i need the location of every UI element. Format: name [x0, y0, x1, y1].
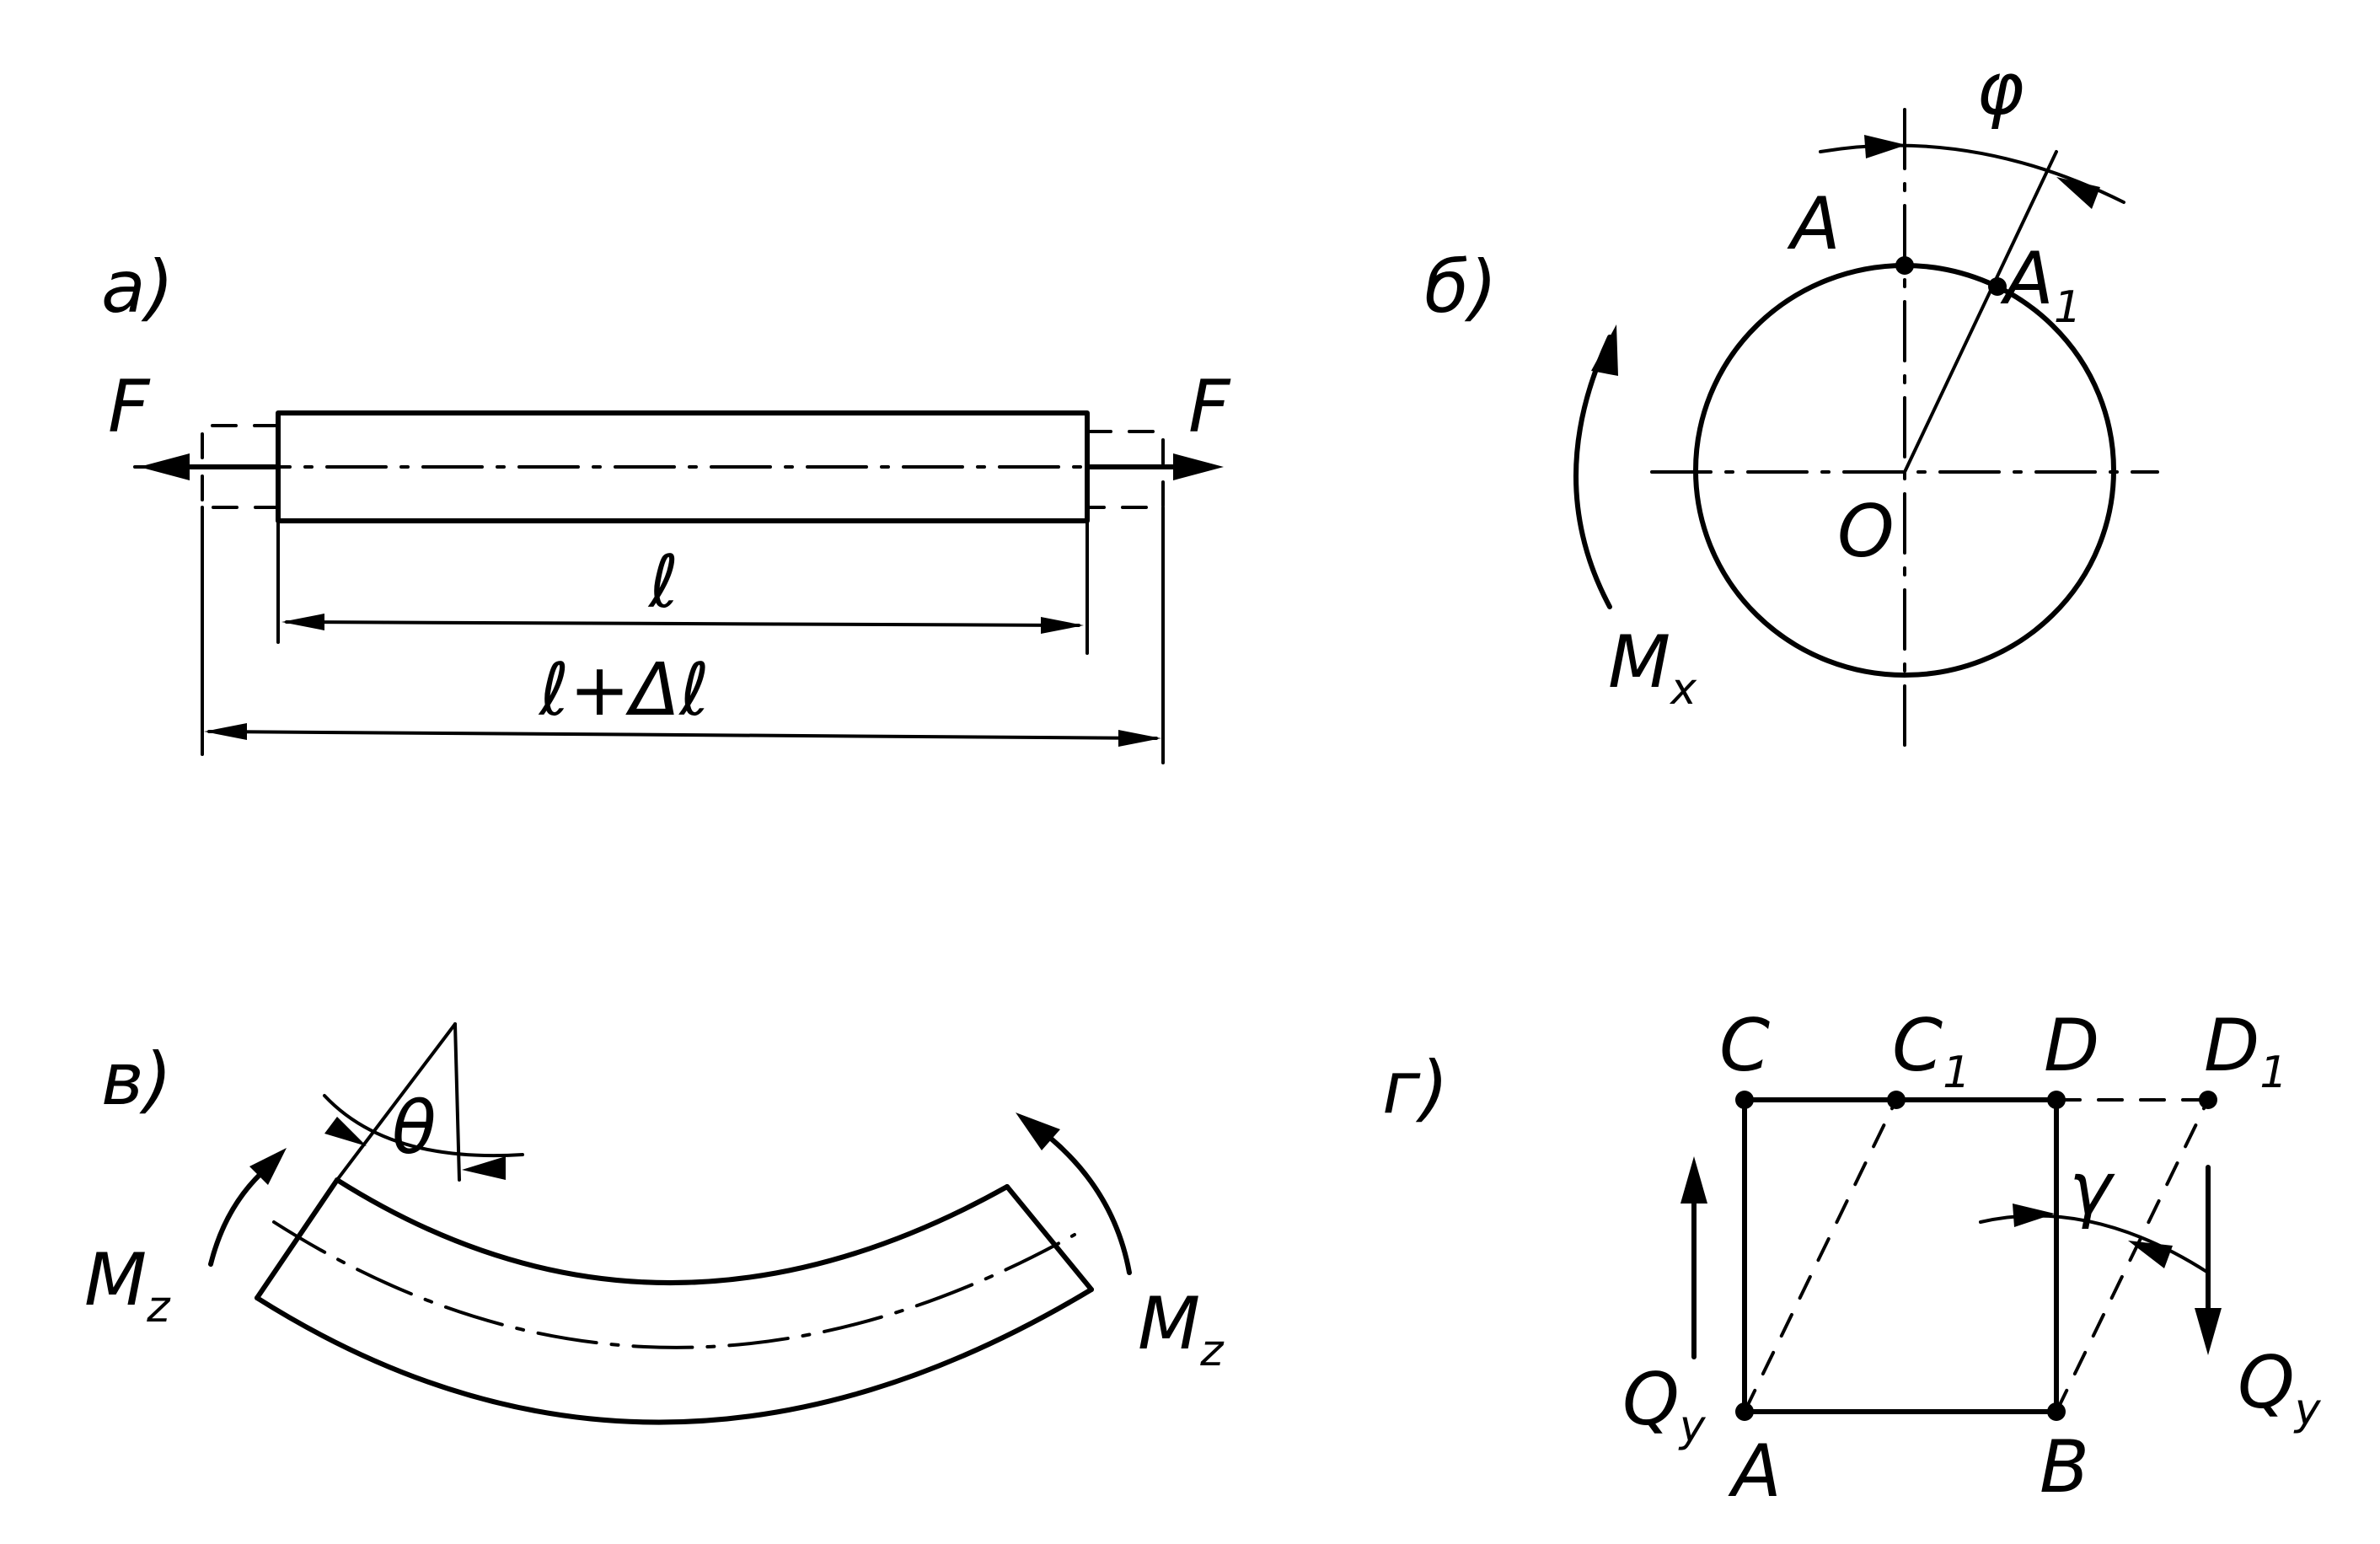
- label-b: B: [2040, 1425, 2089, 1509]
- angle-theta-arc: [323, 1094, 524, 1158]
- point-a1-label: A1: [2000, 237, 2082, 333]
- beam-left-end: [255, 1177, 340, 1300]
- dim-l-arrow-left: [281, 614, 324, 630]
- theta-ray-vertical: [453, 1022, 461, 1182]
- dim-dl-line: [207, 730, 1158, 740]
- panel-g-tag: г): [1382, 1046, 1449, 1130]
- beam-centerline: [272, 1220, 1076, 1349]
- moment-mx-label: Mx: [1608, 620, 1697, 715]
- panel-a-tag: a): [101, 245, 174, 330]
- center-o-label: O: [1837, 490, 1895, 574]
- beam-right-end: [1005, 1184, 1094, 1292]
- label-a: A: [1728, 1429, 1782, 1514]
- deformed-right-edge: [2055, 1098, 2210, 1413]
- point-d: [2047, 1091, 2066, 1109]
- dim-dl-arrow-right: [1118, 730, 1161, 747]
- point-b: [2047, 1402, 2066, 1421]
- panel-b-tag: б): [1424, 245, 1498, 330]
- panel-g-shear: г) C C1 D D1 A B γ Qy Qy: [1382, 1004, 2322, 1514]
- angle-gamma-label: γ: [2069, 1147, 2115, 1231]
- beam-top-edge: [335, 1177, 1010, 1285]
- force-left-label: F: [108, 365, 151, 449]
- point-a: [1895, 256, 1914, 275]
- force-left-arrowhead: [139, 453, 190, 480]
- moment-mx-arrow: [1573, 335, 1612, 609]
- angle-theta-arrow-right: [462, 1156, 506, 1180]
- shear-right-label: Qy: [2238, 1341, 2322, 1435]
- angle-theta-arrow-left: [324, 1117, 367, 1146]
- moment-mx-arrowhead: [1591, 324, 1618, 376]
- elongation-right-dashed: [1085, 430, 1165, 509]
- moment-mz-left-label: Mz: [84, 1238, 171, 1332]
- shear-left-arrowhead: [1680, 1156, 1707, 1204]
- beam-bottom-edge: [255, 1287, 1094, 1425]
- radius-to-a1: [1903, 150, 2058, 474]
- point-d1: [2199, 1091, 2217, 1109]
- shear-element-square: [1742, 1097, 2059, 1414]
- panel-b-torsion: б) A A1 O φ Mx: [1424, 47, 2159, 752]
- theta-ray-inclined: [335, 1022, 457, 1182]
- shear-right-arrowhead: [2195, 1308, 2222, 1355]
- point-a-label: A: [1787, 182, 1841, 266]
- label-d: D: [2044, 1004, 2099, 1088]
- dim-l-label: ℓ: [647, 540, 679, 625]
- angle-gamma-arrow-left: [2013, 1204, 2055, 1227]
- point-c1: [1887, 1091, 1906, 1109]
- dim-l-arrow-right: [1041, 617, 1084, 634]
- angle-phi-label: φ: [1976, 47, 2024, 131]
- angle-gamma-arc: [1979, 1214, 2210, 1274]
- label-c1: C1: [1892, 1004, 1970, 1098]
- label-d1: D1: [2204, 1004, 2287, 1098]
- force-right-label: F: [1188, 365, 1231, 449]
- angle-theta-label: θ: [392, 1086, 437, 1171]
- panel-v-bending: в) θ Mz Mz: [84, 1022, 1225, 1425]
- dim-l-line: [285, 620, 1080, 627]
- force-right-arrowhead: [1173, 453, 1224, 480]
- angle-gamma-arrow-right: [2128, 1241, 2173, 1268]
- label-c: C: [1719, 1004, 1770, 1088]
- dim-dl-arrow-left: [204, 723, 247, 740]
- angle-phi-arrow-right: [2056, 177, 2100, 209]
- deformed-left-edge: [1743, 1098, 1898, 1413]
- moment-mz-right-arrowhead: [1016, 1112, 1060, 1150]
- point-a1: [1988, 277, 2007, 296]
- point-c: [1735, 1091, 1754, 1109]
- angle-phi-arrow-left: [1864, 135, 1906, 158]
- moment-mz-left-arrowhead: [249, 1148, 287, 1185]
- moment-mz-right-label: Mz: [1138, 1282, 1225, 1376]
- panel-v-tag: в): [101, 1037, 172, 1122]
- panel-a-tension: a) F F ℓ ℓ+Δℓ: [101, 245, 1231, 764]
- point-a: [1735, 1402, 1754, 1421]
- shear-left-label: Qy: [1622, 1358, 1707, 1452]
- dim-dl-label: ℓ+Δℓ: [538, 648, 710, 732]
